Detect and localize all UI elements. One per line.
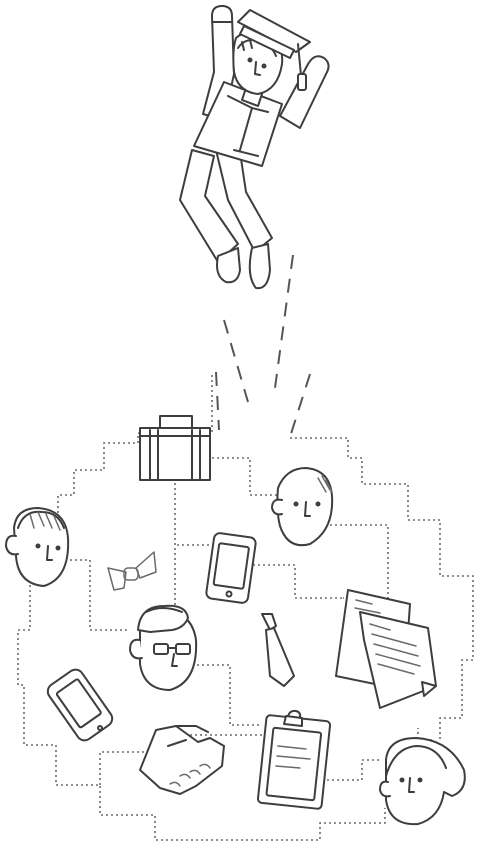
smartphone-icon bbox=[206, 532, 257, 603]
man-head-icon bbox=[6, 508, 68, 586]
jumping-graduate-icon bbox=[180, 6, 329, 288]
briefcase-icon bbox=[140, 416, 210, 480]
tilted-phone-icon bbox=[45, 666, 116, 743]
bald-man-head-icon bbox=[272, 468, 332, 545]
clipboard-icon bbox=[258, 711, 331, 809]
handshake-icon bbox=[140, 726, 224, 794]
documents-icon bbox=[336, 590, 436, 708]
glasses-man-head-icon bbox=[130, 606, 196, 690]
woman-head-icon bbox=[380, 738, 465, 824]
necktie-icon bbox=[262, 614, 294, 686]
bow-tie-icon bbox=[108, 552, 156, 590]
